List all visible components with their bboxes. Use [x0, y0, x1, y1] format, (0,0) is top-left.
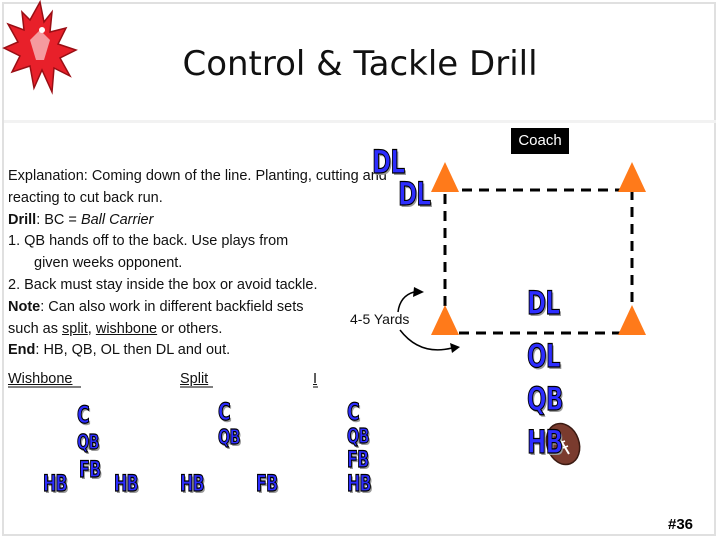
explanation-label: Explanation	[8, 168, 84, 184]
note-or-others: or others.	[157, 320, 223, 337]
position-split-qb: QB	[218, 425, 241, 449]
explanation-body: : Coming down of the line. Planting, cut…	[8, 168, 387, 206]
step-2: 2. Back must stay inside the box or avoi…	[8, 276, 318, 293]
explanation-line: Explanation: Coming down of the line. Pl…	[8, 166, 408, 210]
title-divider	[4, 120, 716, 123]
formation-label-wishbone: Wishbone	[8, 371, 73, 387]
formation-label-split: Split	[180, 371, 209, 387]
note-line: Note: Can also work in different backfie…	[8, 297, 408, 319]
position-dl-2: DL	[398, 175, 432, 213]
note-split: split	[62, 320, 88, 337]
slide-title: Control & Tackle Drill	[182, 44, 538, 84]
position-drill-qb: QB	[527, 380, 564, 418]
note-such-as: such as	[8, 320, 62, 337]
explanation-text: Explanation: Coming down of the line. Pl…	[8, 166, 408, 362]
position-i-fb: FB	[347, 448, 370, 473]
position-wishbone-hb-left: HB	[43, 472, 68, 497]
position-i-hb: HB	[347, 472, 372, 497]
position-split-fb: FB	[256, 472, 279, 497]
note-comma: ,	[87, 320, 96, 337]
coach-label: Coach	[511, 128, 569, 154]
formation-label-i: I	[313, 371, 318, 387]
position-wishbone-c: C	[77, 401, 91, 429]
step-1: 1. QB hands off to the back. Use plays f…	[8, 233, 289, 250]
position-i-qb: QB	[347, 424, 370, 448]
drill-body: : BC =	[36, 211, 81, 228]
drill-ball-carrier: Ball Carrier	[80, 211, 154, 228]
red-hawk-logo-icon	[2, 0, 78, 95]
position-split-hb: HB	[180, 472, 205, 497]
position-wishbone-hb-right: HB	[114, 472, 139, 497]
position-wishbone-qb: QB	[77, 430, 100, 454]
position-drill-hb: HB	[527, 423, 564, 461]
position-wishbone-fb: FB	[79, 458, 102, 483]
yards-label: 4-5 Yards	[350, 311, 410, 327]
position-drill-dl: DL	[527, 284, 561, 322]
note-body: : Can also work in different backfield s…	[40, 298, 304, 315]
note-wishbone: wishbone	[95, 320, 158, 337]
drill-label: Drill	[8, 211, 37, 228]
position-i-c: C	[347, 398, 361, 426]
end-label: End	[8, 342, 36, 359]
position-split-c: C	[218, 398, 232, 426]
slide-number: #36	[668, 516, 694, 533]
drill-line: Drill: BC = Ball Carrier	[8, 210, 408, 232]
position-drill-ol: OL	[527, 337, 561, 375]
step-1-continued: given weeks opponent.	[34, 255, 183, 272]
note-label: Note	[8, 298, 41, 315]
position-dl-1: DL	[372, 143, 406, 181]
note-continued: such as split, wishbone or others.	[8, 319, 408, 341]
end-body: : HB, QB, OL then DL and out.	[35, 342, 231, 359]
end-line: End: HB, QB, OL then DL and out.	[8, 340, 408, 362]
